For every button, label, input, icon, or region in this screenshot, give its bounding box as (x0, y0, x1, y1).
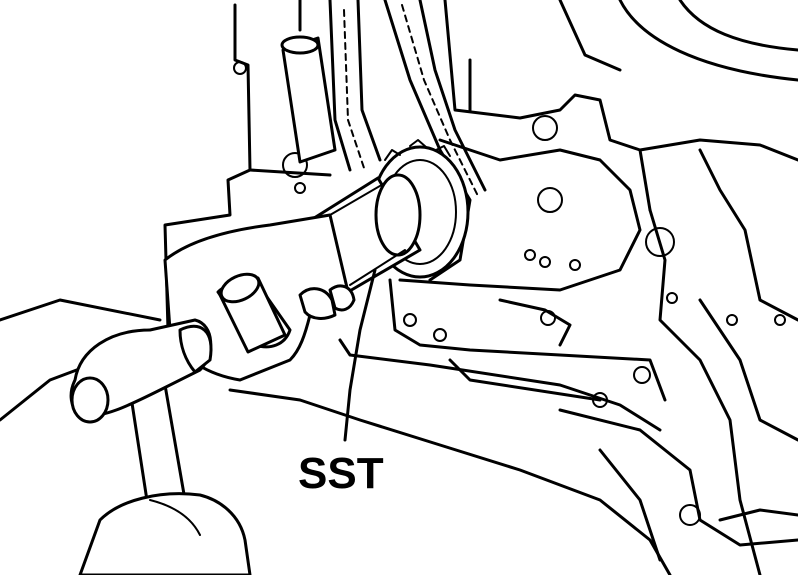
hand-on-hammer (78, 492, 252, 575)
tensioner-cylinder (280, 35, 337, 164)
hammer (69, 318, 213, 522)
socket-piece (218, 272, 287, 354)
sst-label: SST (298, 449, 384, 498)
callout-leader (343, 268, 377, 442)
